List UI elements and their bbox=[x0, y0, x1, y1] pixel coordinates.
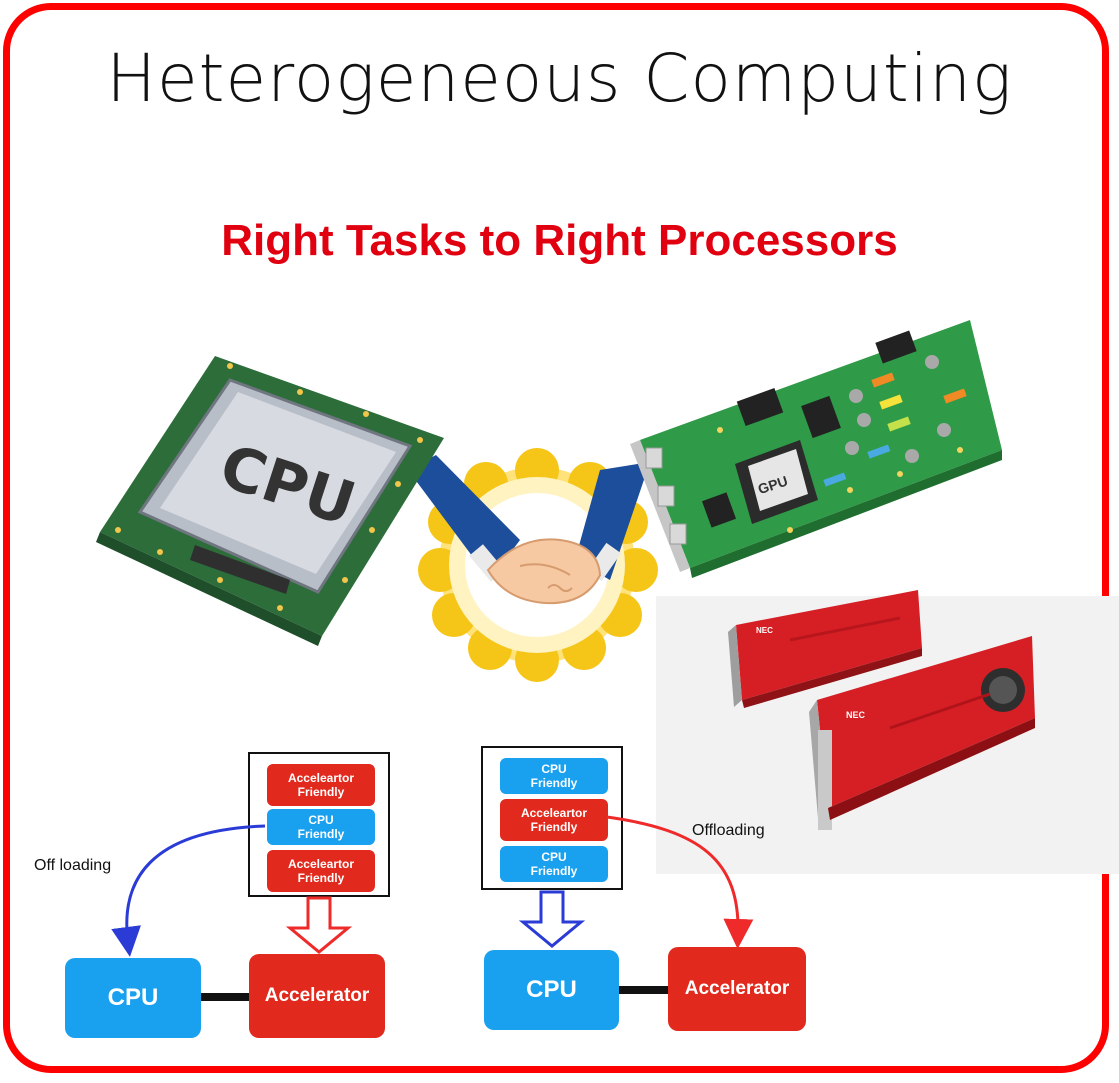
nec-logo-back: NEC bbox=[756, 626, 773, 635]
handshake-hands bbox=[408, 455, 650, 605]
nec-logo-front: NEC bbox=[846, 710, 866, 720]
accelerator-card-front-image: NEC bbox=[809, 636, 1035, 830]
accelerator-card-back-image: NEC bbox=[728, 590, 922, 708]
red-rounded-frame bbox=[3, 3, 1109, 1073]
left-offload-arrow bbox=[111, 824, 266, 957]
right-down-arrow bbox=[518, 890, 586, 948]
left-accelerator-box: Accelerator bbox=[249, 954, 385, 1038]
right-cpu-box: CPU bbox=[484, 950, 619, 1030]
left-offloading-label: Off loading bbox=[34, 857, 112, 874]
cpu-chip-image: CPU bbox=[96, 356, 444, 646]
left-cpu-box: CPU bbox=[65, 958, 201, 1038]
right-offload-arrow bbox=[606, 815, 754, 949]
page-title: Heterogeneous Computing bbox=[106, 40, 1013, 117]
left-down-arrow bbox=[285, 896, 353, 954]
page-subtitle: Right Tasks to Right Processors bbox=[221, 216, 898, 265]
right-accelerator-box: Accelerator bbox=[668, 947, 806, 1031]
right-offloading-label: Offloading bbox=[692, 822, 765, 839]
gpu-card-image: GPU bbox=[630, 320, 1002, 578]
